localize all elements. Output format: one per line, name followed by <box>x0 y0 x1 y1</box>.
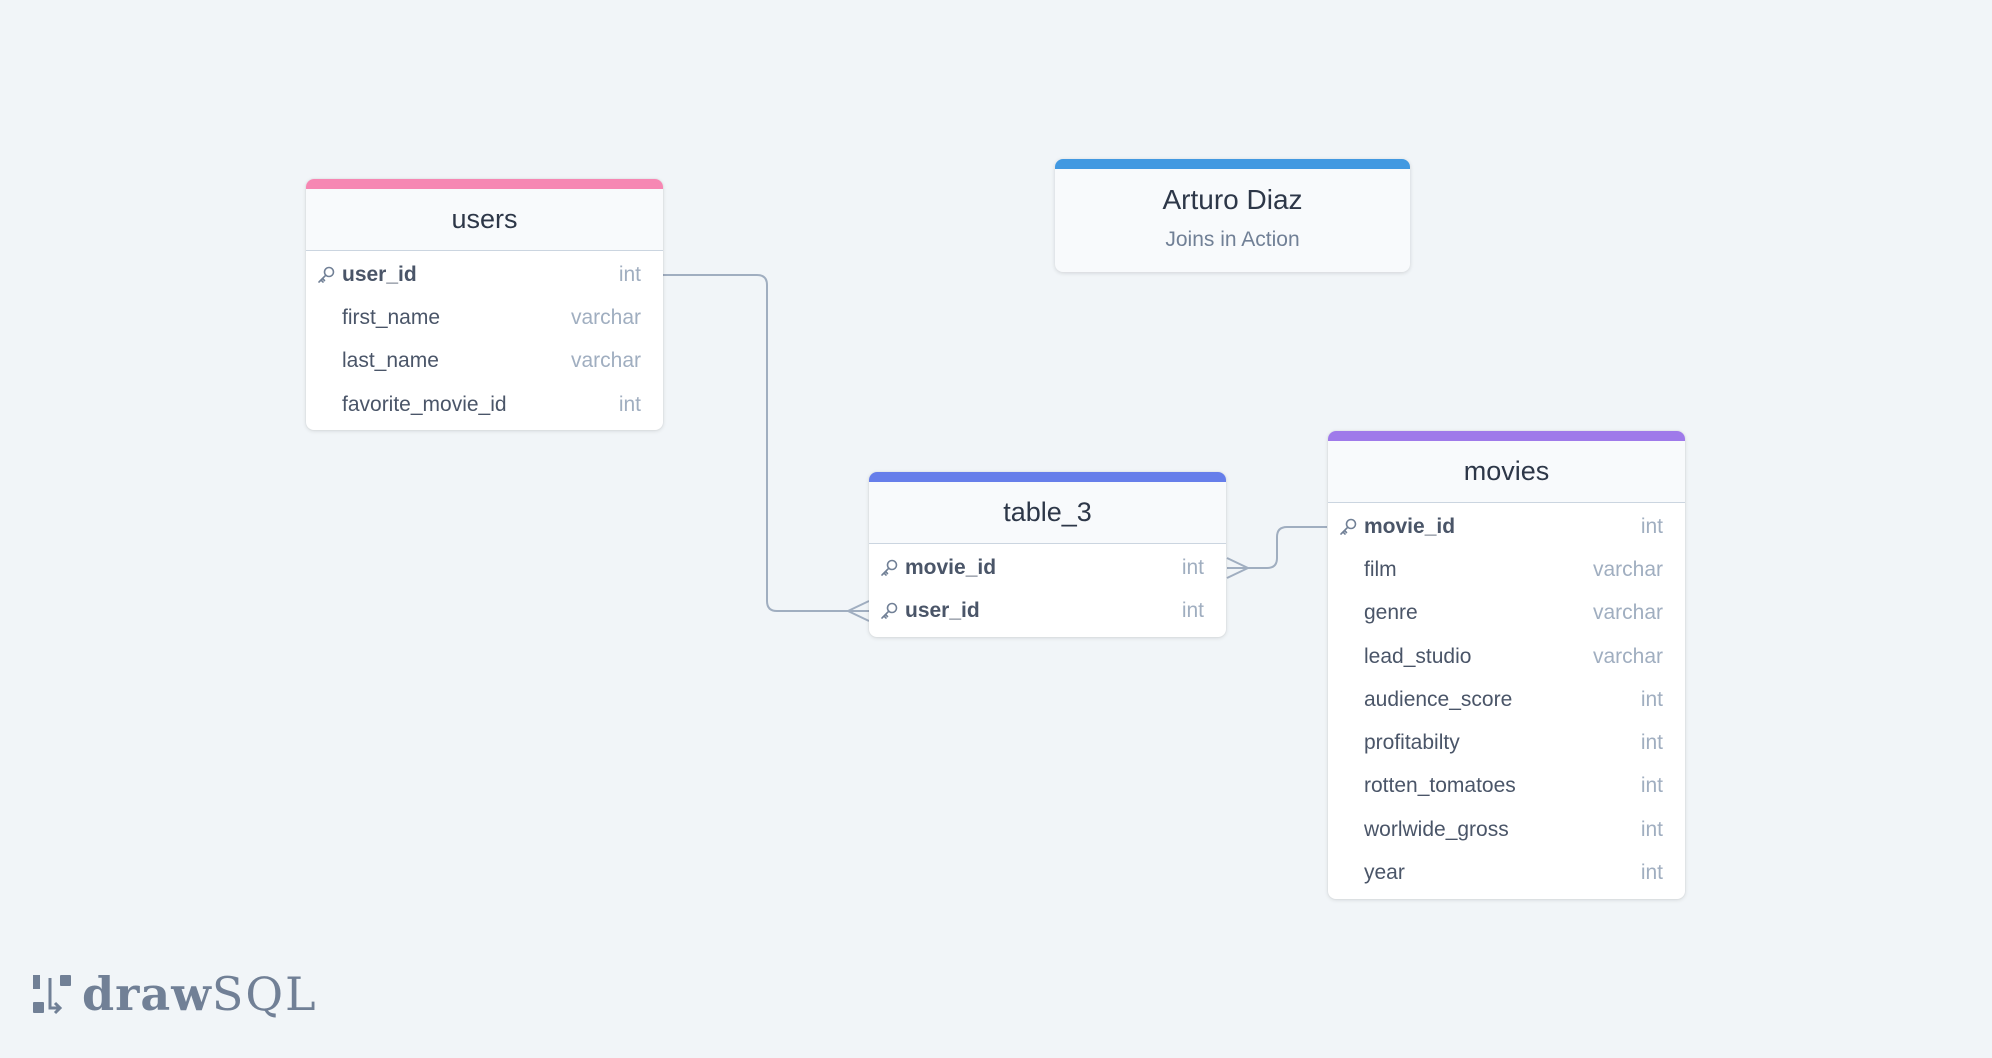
crowfoot-table3-movie-id <box>1226 557 1249 579</box>
column-name: genre <box>1364 601 1418 625</box>
column-type: int <box>618 262 641 286</box>
column-row-lead-studio[interactable]: lead_studio varchar <box>1328 635 1685 678</box>
drawsql-logo[interactable]: draw SQL <box>30 967 318 1021</box>
key-icon-slot <box>1338 559 1364 581</box>
column-row-worlwide-gross[interactable]: worlwide_gross int <box>1328 808 1685 851</box>
column-name: audience_score <box>1364 687 1513 711</box>
logo-text-sql: SQL <box>211 967 318 1021</box>
column-row-movie-id[interactable]: movie_id int <box>1328 505 1685 548</box>
key-icon-slot <box>1338 775 1364 797</box>
note-card[interactable]: Arturo Diaz Joins in Action <box>1055 159 1410 272</box>
column-type: varchar <box>570 305 641 329</box>
table-accent-bar <box>869 472 1226 482</box>
key-icon-slot <box>316 350 342 372</box>
key-icon-slot <box>1338 862 1364 884</box>
crowfoot-table3-user-id <box>847 600 870 622</box>
key-icon-slot <box>1338 819 1364 841</box>
primary-key-icon <box>316 264 342 286</box>
column-type: int <box>1640 774 1663 798</box>
column-name: last_name <box>342 349 439 373</box>
table-accent-bar <box>306 179 663 189</box>
column-name: lead_studio <box>1364 644 1472 668</box>
table-accent-bar <box>1328 431 1685 441</box>
column-type: int <box>1181 555 1204 579</box>
column-row-profitabilty[interactable]: profitabilty int <box>1328 721 1685 764</box>
column-type: varchar <box>1592 644 1663 668</box>
column-type: int <box>1640 514 1663 538</box>
column-row-film[interactable]: film varchar <box>1328 548 1685 591</box>
note-subtitle: Joins in Action <box>1165 228 1300 251</box>
primary-key-icon <box>879 557 905 579</box>
column-row-favorite-movie-id[interactable]: favorite_movie_id int <box>306 383 663 426</box>
column-type: int <box>1640 817 1663 841</box>
relationship-movies-table3[interactable] <box>1227 526 1327 569</box>
column-name: first_name <box>342 305 441 329</box>
key-icon-slot <box>1338 602 1364 624</box>
drawsql-logo-icon <box>33 975 71 1015</box>
column-name: rotten_tomatoes <box>1364 774 1516 798</box>
column-row-year[interactable]: year int <box>1328 851 1685 894</box>
column-type: int <box>1640 731 1663 755</box>
column-name: favorite_movie_id <box>342 392 507 416</box>
relationship-users-table3[interactable] <box>663 274 869 612</box>
table-title[interactable]: users <box>306 189 663 251</box>
column-type: int <box>1181 598 1204 622</box>
note-title: Arturo Diaz <box>1162 184 1303 215</box>
table-title[interactable]: table_3 <box>869 482 1226 544</box>
column-name: movie_id <box>1364 514 1456 538</box>
primary-key-icon <box>879 600 905 622</box>
table-title[interactable]: movies <box>1328 441 1685 503</box>
key-icon-slot <box>1338 732 1364 754</box>
column-name: user_id <box>905 598 980 622</box>
column-name: user_id <box>342 262 417 286</box>
column-row-genre[interactable]: genre varchar <box>1328 592 1685 635</box>
primary-key-icon <box>1338 516 1364 538</box>
column-type: int <box>1640 861 1663 885</box>
column-row-audience-score[interactable]: audience_score int <box>1328 678 1685 721</box>
column-name: film <box>1364 557 1397 581</box>
column-name: year <box>1364 861 1405 885</box>
column-row-first-name[interactable]: first_name varchar <box>306 296 663 339</box>
key-icon-slot <box>316 394 342 416</box>
note-accent-bar <box>1055 159 1410 169</box>
column-type: int <box>618 392 641 416</box>
key-icon-slot <box>1338 646 1364 668</box>
column-row-user-id[interactable]: user_id int <box>869 589 1226 632</box>
column-row-rotten-tomatoes[interactable]: rotten_tomatoes int <box>1328 765 1685 808</box>
key-icon-slot <box>316 307 342 329</box>
column-type: varchar <box>570 349 641 373</box>
column-name: profitabilty <box>1364 731 1460 755</box>
column-row-last-name[interactable]: last_name varchar <box>306 340 663 383</box>
column-name: worlwide_gross <box>1364 817 1509 841</box>
logo-text-draw: draw <box>82 967 212 1021</box>
column-type: varchar <box>1592 557 1663 581</box>
column-type: varchar <box>1592 601 1663 625</box>
column-type: int <box>1640 687 1663 711</box>
column-row-user-id[interactable]: user_id int <box>306 253 663 296</box>
column-name: movie_id <box>905 555 997 579</box>
column-row-movie-id[interactable]: movie_id int <box>869 546 1226 589</box>
key-icon-slot <box>1338 689 1364 711</box>
